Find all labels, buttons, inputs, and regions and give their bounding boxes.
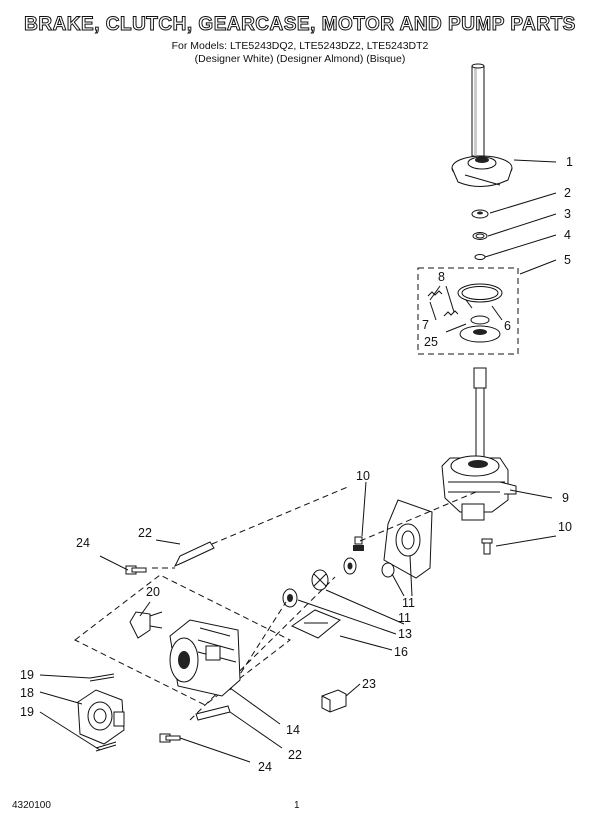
drive-shaft-lower [473,367,487,459]
spring-part-7 [427,290,459,317]
gearcase-part-9 [441,455,517,521]
callout-25: 25 [424,335,438,349]
motor-dashed-box [74,574,291,706]
shaft-part-22-lower [195,705,231,721]
page-number: 1 [294,800,300,811]
screw-part-24-lower [159,733,181,743]
callout-labels: 1 2 3 4 5 8 7 6 25 10 9 10 22 24 20 11 1… [20,155,573,774]
pump-mount-plate-part-11 [383,499,433,579]
motor-part-14 [169,619,241,697]
callout-20: 20 [146,585,160,599]
callout-1: 1 [566,155,573,169]
pump-parts-21 [282,557,357,608]
callout-19-lower: 19 [20,705,34,719]
screw-part-24-upper [125,565,147,575]
screw-part-10-left [353,536,364,551]
callout-21: 11 [398,611,411,625]
clutch-kit-box-part-5 [417,267,519,355]
ring-part-3 [472,232,488,240]
callout-18: 18 [20,686,34,700]
gasket-part-16 [290,609,341,639]
callout-24-upper: 24 [76,536,90,550]
callout-5: 5 [564,253,571,267]
clip-part-4 [474,254,486,260]
capacitor-part-20 [129,611,163,639]
part-23-block [321,689,347,713]
callout-3: 3 [564,207,571,221]
callout-23: 23 [362,677,376,691]
callout-8: 8 [438,270,445,284]
models-line: For Models: LTE5243DQ2, LTE5243DZ2, LTE5… [171,40,429,52]
diagram-title: BRAKE, CLUTCH, GEARCASE, MOTOR AND PUMP … [24,14,576,36]
screw-part-10-right [481,538,493,555]
leader-lines [39,159,557,763]
callout-19-upper: 19 [20,668,34,682]
callout-11-upper: 11 [402,596,415,610]
clutch-band-part-6 [457,283,503,309]
callout-4: 4 [564,228,571,242]
callout-6: 6 [504,319,511,333]
callout-2: 2 [564,186,571,200]
shaft-part-22-upper [173,541,215,568]
motor-mount-part-18 [77,689,125,745]
washer-part-2 [471,209,489,219]
callout-24-lower: 24 [258,760,272,774]
alignment-line-shaft [359,491,477,542]
callout-10-right: 10 [558,520,572,534]
brake-assembly-part-1 [451,155,513,187]
callout-14: 14 [286,723,300,737]
drive-shaft-upper [471,63,485,157]
callout-16: 16 [394,645,408,659]
seal-part-11-lower [381,562,395,578]
callout-22-lower: 22 [288,748,302,762]
callout-7: 7 [422,318,429,332]
colors-line: (Designer White) (Designer Almond) (Bisq… [194,53,406,65]
document-number: 4320100 [12,800,51,811]
alignment-line-lower [189,576,336,721]
callout-22-upper: 22 [138,526,152,540]
callout-10-upper: 10 [356,469,370,483]
clutch-hub-part-25 [459,315,501,343]
callout-9: 9 [562,491,569,505]
callout-13: 13 [398,627,412,641]
alignment-line-upper [152,485,351,569]
pin-part-19-upper [89,673,115,682]
